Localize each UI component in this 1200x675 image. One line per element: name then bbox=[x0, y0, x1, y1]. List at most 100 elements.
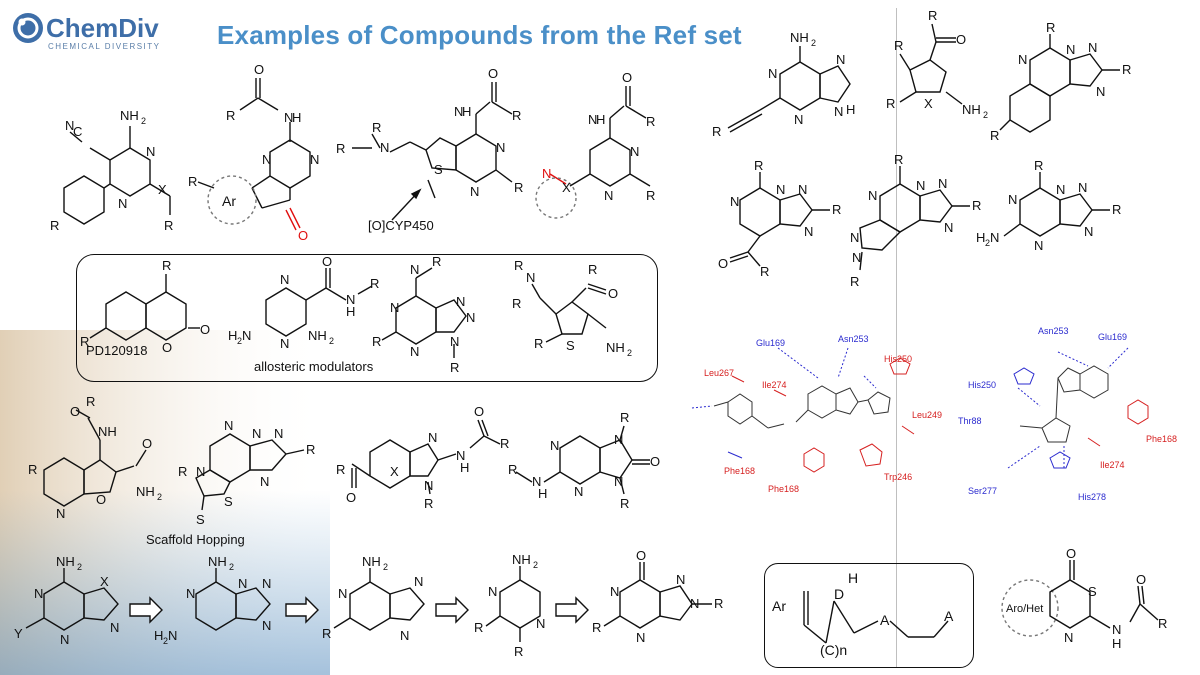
svg-text:Aro/Het: Aro/Het bbox=[1006, 603, 1043, 615]
structure-hop-2: NH 2 N N N N H 2 N bbox=[154, 554, 271, 646]
svg-text:R: R bbox=[500, 436, 509, 451]
svg-text:Thr88: Thr88 bbox=[958, 416, 982, 426]
svg-text:2: 2 bbox=[985, 238, 990, 248]
svg-text:O: O bbox=[608, 286, 618, 301]
svg-text:NH: NH bbox=[962, 102, 981, 117]
svg-text:R: R bbox=[1158, 616, 1167, 631]
svg-text:H: H bbox=[346, 304, 355, 319]
svg-text:O: O bbox=[1066, 546, 1076, 561]
svg-text:N: N bbox=[456, 294, 465, 309]
svg-text:N: N bbox=[168, 628, 177, 643]
svg-text:N: N bbox=[804, 224, 813, 239]
svg-text:2: 2 bbox=[383, 562, 388, 572]
structure-aminofuran: R O R R X NH 2 bbox=[886, 10, 988, 120]
structure-pyrimidine-amide: N H O R N N X N R bbox=[535, 70, 655, 219]
svg-text:N: N bbox=[1034, 238, 1043, 253]
svg-text:N: N bbox=[1008, 192, 1017, 207]
svg-text:N: N bbox=[380, 140, 389, 155]
svg-text:N: N bbox=[496, 140, 505, 155]
svg-text:R: R bbox=[432, 254, 441, 269]
svg-text:N: N bbox=[400, 628, 409, 643]
svg-text:H: H bbox=[460, 460, 469, 475]
structure-hop-1: NH 2 N N X N Y bbox=[14, 554, 119, 647]
svg-text:2: 2 bbox=[157, 492, 162, 502]
svg-text:N: N bbox=[690, 596, 699, 611]
svg-text:2: 2 bbox=[983, 110, 988, 120]
svg-text:2: 2 bbox=[329, 336, 334, 346]
svg-text:R: R bbox=[86, 394, 95, 409]
scaffold-hopping-chain: NH 2 N N X N Y NH 2 N N N N H 2 N NH 2 N… bbox=[14, 548, 723, 659]
svg-text:R: R bbox=[894, 152, 903, 167]
svg-text:R: R bbox=[162, 258, 171, 273]
structure-triazolopyrimidine: N R N N N N N R R bbox=[372, 254, 475, 375]
svg-text:N: N bbox=[280, 272, 289, 287]
right-top-structures: NH 2 N N N N H R R O R R X NH 2 R N N N bbox=[712, 10, 1131, 289]
svg-text:H: H bbox=[228, 328, 237, 343]
svg-text:R: R bbox=[188, 174, 197, 189]
structure-thienopyrimidine: R N R N H O R N N S R bbox=[336, 66, 523, 199]
svg-text:R: R bbox=[592, 620, 601, 635]
svg-text:A: A bbox=[880, 612, 890, 628]
svg-text:R: R bbox=[620, 496, 629, 511]
svg-text:R: R bbox=[514, 180, 523, 195]
svg-text:N: N bbox=[428, 430, 437, 445]
svg-text:O: O bbox=[1136, 572, 1146, 587]
svg-text:O: O bbox=[200, 322, 210, 337]
hop-arrow-1 bbox=[129, 596, 163, 624]
svg-text:N: N bbox=[604, 188, 613, 203]
svg-text:N: N bbox=[916, 178, 925, 193]
svg-text:NH: NH bbox=[790, 30, 809, 45]
svg-text:H: H bbox=[846, 102, 855, 117]
svg-text:N: N bbox=[456, 448, 465, 463]
svg-text:N: N bbox=[414, 574, 423, 589]
structure-thiazinone: O S N N H O R Aro/Het bbox=[1001, 546, 1167, 651]
svg-text:NH: NH bbox=[208, 554, 227, 569]
svg-text:R: R bbox=[372, 334, 381, 349]
svg-text:2: 2 bbox=[627, 348, 632, 358]
svg-text:Ile274: Ile274 bbox=[762, 380, 787, 390]
svg-text:H: H bbox=[1112, 636, 1121, 651]
svg-text:R: R bbox=[714, 596, 723, 611]
svg-text:N: N bbox=[454, 104, 463, 119]
svg-text:N: N bbox=[542, 166, 551, 181]
background-decoration bbox=[0, 330, 330, 675]
svg-text:2: 2 bbox=[237, 336, 242, 346]
svg-text:A: A bbox=[944, 608, 954, 624]
svg-text:X: X bbox=[562, 180, 571, 195]
svg-text:O: O bbox=[956, 32, 966, 47]
svg-text:R: R bbox=[894, 38, 903, 53]
binding-right-hbonds bbox=[1007, 347, 1129, 469]
structure-triazolotriazine: R N N N N N R H 2 N bbox=[976, 158, 1121, 253]
svg-text:N: N bbox=[284, 110, 293, 125]
scaffold-hopping-label: Scaffold Hopping bbox=[146, 532, 245, 547]
svg-text:R: R bbox=[424, 496, 433, 511]
svg-text:N: N bbox=[410, 262, 419, 277]
structure-aminopyrimidine: N C NH 2 N N X R R bbox=[50, 108, 173, 233]
svg-text:(C)n: (C)n bbox=[820, 642, 847, 658]
svg-text:H: H bbox=[462, 104, 471, 119]
svg-text:S: S bbox=[224, 494, 233, 509]
svg-text:N: N bbox=[614, 432, 623, 447]
svg-text:N: N bbox=[1088, 40, 1097, 55]
structure-purinone: N N N N R R O N H R bbox=[508, 410, 660, 511]
svg-text:NH: NH bbox=[606, 340, 625, 355]
logo-tagline: CHEMICAL DIVERSITY bbox=[48, 42, 161, 51]
svg-text:N: N bbox=[614, 474, 623, 489]
svg-text:N: N bbox=[1096, 84, 1105, 99]
svg-text:D: D bbox=[834, 586, 844, 602]
svg-text:R: R bbox=[1034, 158, 1043, 173]
svg-text:N: N bbox=[224, 418, 233, 433]
svg-text:N: N bbox=[56, 506, 65, 521]
row3-structures: R O NH R N O O NH 2 N N N N R N R S S bbox=[28, 394, 660, 527]
svg-text:His250: His250 bbox=[884, 354, 912, 364]
svg-text:O: O bbox=[142, 436, 152, 451]
svg-text:N: N bbox=[410, 344, 419, 359]
svg-text:R: R bbox=[306, 442, 315, 457]
svg-text:N: N bbox=[550, 438, 559, 453]
svg-text:N: N bbox=[242, 328, 251, 343]
svg-text:Asn253: Asn253 bbox=[838, 334, 869, 344]
svg-text:O: O bbox=[96, 492, 106, 507]
svg-text:S: S bbox=[566, 338, 575, 353]
svg-text:NH: NH bbox=[98, 424, 117, 439]
svg-text:N: N bbox=[938, 176, 947, 191]
